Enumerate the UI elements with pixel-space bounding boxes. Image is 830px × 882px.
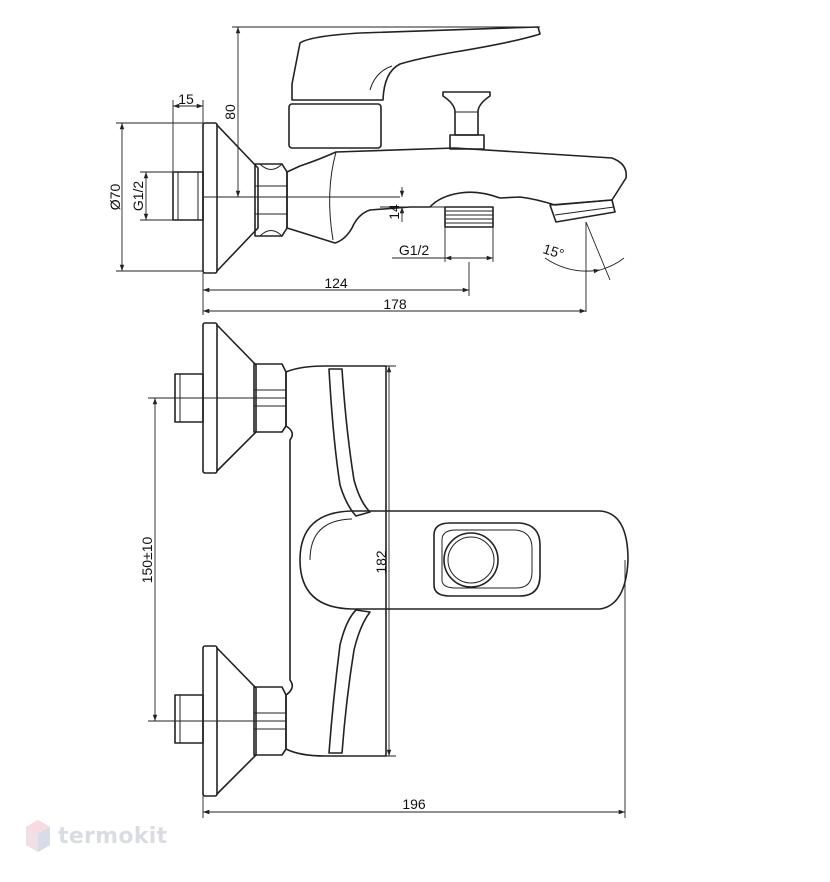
bottom-thread-connector bbox=[174, 694, 204, 744]
dim-angle: 15° bbox=[541, 240, 566, 262]
dim-flange-thickness: 15 bbox=[178, 91, 194, 107]
side-cartridge bbox=[288, 103, 382, 149]
dim-length-178: 178 bbox=[383, 296, 407, 312]
side-diverter-knob bbox=[442, 91, 491, 136]
dim-thread-bottom: G1/2 bbox=[399, 242, 430, 258]
termokit-logo: termokit bbox=[24, 818, 167, 854]
dim-length-124: 124 bbox=[324, 275, 348, 291]
dim-thread-left: G1/2 bbox=[130, 181, 146, 212]
side-hex-nut bbox=[254, 163, 288, 237]
side-flange bbox=[202, 122, 218, 274]
diverter-window bbox=[433, 522, 541, 597]
side-spout-aerator bbox=[549, 199, 616, 223]
lower-lever-arm bbox=[328, 609, 371, 754]
side-body bbox=[286, 147, 628, 244]
dim-length-196: 196 bbox=[402, 796, 426, 812]
front-view bbox=[174, 322, 629, 797]
front-view-dimensions: 150±10 182 196 bbox=[139, 365, 626, 818]
side-lever-handle bbox=[291, 26, 541, 101]
side-flange-cone bbox=[216, 124, 259, 272]
side-shower-outlet bbox=[444, 206, 494, 228]
dim-height-80: 80 bbox=[222, 104, 238, 120]
front-body bbox=[285, 365, 387, 757]
upper-lever-arm bbox=[328, 368, 371, 517]
spout-cap bbox=[299, 510, 629, 610]
dim-center-distance: 150±10 bbox=[139, 536, 155, 583]
dim-height-182: 182 bbox=[373, 550, 389, 574]
side-view bbox=[172, 26, 628, 274]
diverter-knob bbox=[443, 532, 499, 588]
watermark-text: termokit bbox=[58, 823, 168, 849]
dim-14: 14 bbox=[386, 204, 402, 220]
cube-icon bbox=[26, 820, 50, 852]
dim-diameter: Ø70 bbox=[107, 184, 123, 211]
side-view-dimensions: 15 80 Ø70 G1/2 14 G1/2 15° bbox=[107, 26, 625, 315]
